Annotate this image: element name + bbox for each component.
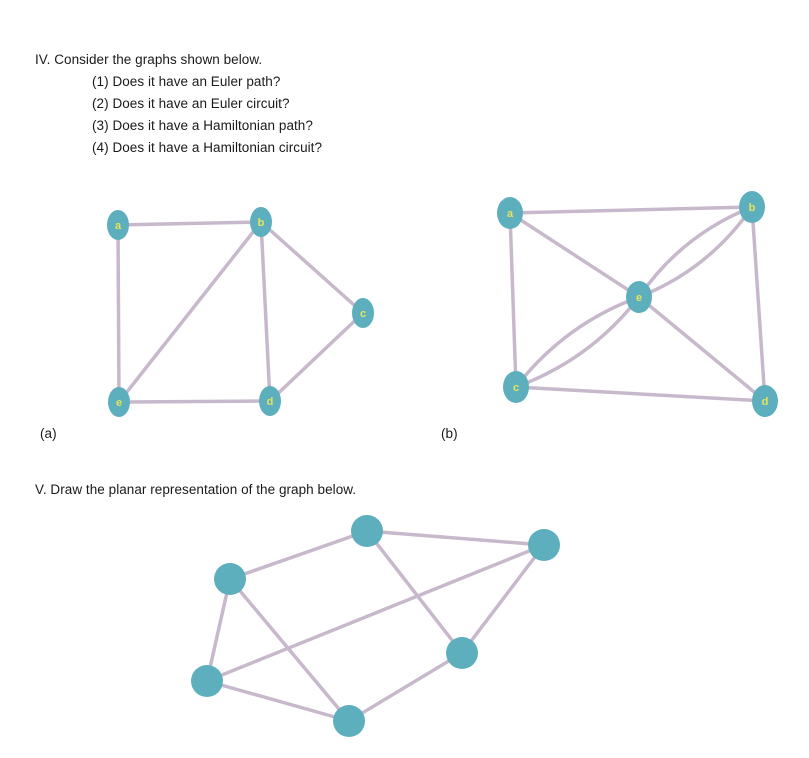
graph-a-edge-c-d xyxy=(268,311,365,403)
graph-v-edge-n3-n5 xyxy=(205,577,232,683)
node-label: d xyxy=(762,396,769,408)
graph-v-node-n5 xyxy=(191,665,223,697)
node-circle xyxy=(351,515,383,547)
node-label: c xyxy=(513,382,519,394)
graph-b-edge-a-e xyxy=(508,211,641,299)
graph-b-edge-e-c xyxy=(514,295,641,389)
graph-v-node-n6 xyxy=(333,705,365,737)
graph-b-nodes: a b c d e xyxy=(497,191,778,417)
graph-b-node-b: b xyxy=(739,191,765,223)
graph-v-node-n4 xyxy=(446,637,478,669)
graph-b-edge-a-b xyxy=(508,205,754,215)
node-circle xyxy=(108,387,130,417)
graph-v-edge-n1-n3 xyxy=(228,529,369,581)
graph-b-edge-c-d xyxy=(514,385,767,403)
graph-b-caption: (b) xyxy=(441,426,458,441)
graph-v-edge-n2-n5 xyxy=(205,543,546,683)
node-label: b xyxy=(258,217,265,229)
node-circle xyxy=(250,207,272,237)
node-circle xyxy=(503,371,529,403)
graph-v-edge-n5-n6 xyxy=(205,679,351,723)
question-3: (3) Does it have a Hamiltonian path? xyxy=(92,118,313,133)
graph-a-edge-b-c xyxy=(259,220,365,315)
node-circle xyxy=(259,386,281,416)
graph-v-edge-n2-n4 xyxy=(460,543,546,655)
graph-a-edge-b-e xyxy=(117,220,263,404)
node-label: e xyxy=(116,397,122,409)
section-iv-heading: IV. Consider the graphs shown below. xyxy=(35,52,263,67)
graph-b-node-c: c xyxy=(503,371,529,403)
graph-b-edge-b-d xyxy=(750,205,767,403)
graph-v-edges xyxy=(205,529,546,723)
graph-a-edge-b-d xyxy=(259,220,272,403)
node-circle xyxy=(528,529,560,561)
graph-b-edge-a-c xyxy=(508,211,518,389)
graph-a-edges xyxy=(116,220,365,404)
question-4: (4) Does it have a Hamiltonian circuit? xyxy=(92,140,323,155)
node-circle xyxy=(497,197,523,229)
node-label: c xyxy=(360,308,366,320)
graph-v-node-n3 xyxy=(214,563,246,595)
graph-b-edge-e-b xyxy=(637,205,754,299)
graph-b-node-e: e xyxy=(626,281,652,313)
node-label: a xyxy=(507,208,514,220)
node-label: e xyxy=(636,292,642,304)
question-1: (1) Does it have an Euler path? xyxy=(92,74,281,89)
node-circle xyxy=(446,637,478,669)
graph-v-edge-n6-n4 xyxy=(347,651,464,723)
node-circle xyxy=(214,563,246,595)
graph-b-edge-e-c xyxy=(514,295,641,389)
graph-v-edge-n1-n2 xyxy=(365,529,546,547)
graph-a-node-b: b xyxy=(250,207,272,237)
graph-a-node-d: d xyxy=(259,386,281,416)
graph-a-edge-a-b xyxy=(116,220,263,227)
graph-v-edge-n3-n6 xyxy=(228,577,351,723)
graph-a-node-c: c xyxy=(352,298,374,328)
graph-a-node-e: e xyxy=(108,387,130,417)
graph-b-edge-e-b xyxy=(637,205,754,299)
graph-b-node-a: a xyxy=(497,197,523,229)
node-label: b xyxy=(749,202,756,214)
graph-b-edge-e-d xyxy=(637,295,767,403)
graph-v-nodes xyxy=(191,515,560,737)
node-circle xyxy=(333,705,365,737)
node-circle xyxy=(107,210,129,240)
graph-v-node-n1 xyxy=(351,515,383,547)
graph-v-edge-n1-n4 xyxy=(365,529,464,655)
graph-a-node-a: a xyxy=(107,210,129,240)
node-circle xyxy=(191,665,223,697)
graph-v-node-n2 xyxy=(528,529,560,561)
node-label: d xyxy=(267,396,274,408)
graph-a-nodes: a b c d e xyxy=(107,207,374,417)
node-circle xyxy=(626,281,652,313)
graph-b-node-d: d xyxy=(752,385,778,417)
question-2: (2) Does it have an Euler circuit? xyxy=(92,96,290,111)
node-label: a xyxy=(115,220,122,232)
graph-a-edge-a-e xyxy=(116,223,121,404)
node-circle xyxy=(352,298,374,328)
graph-b-edges xyxy=(508,205,767,403)
node-circle xyxy=(752,385,778,417)
section-v-heading: V. Draw the planar representation of the… xyxy=(35,482,357,497)
graph-a-caption: (a) xyxy=(40,426,57,441)
graph-a-edge-e-d xyxy=(117,399,272,404)
node-circle xyxy=(739,191,765,223)
